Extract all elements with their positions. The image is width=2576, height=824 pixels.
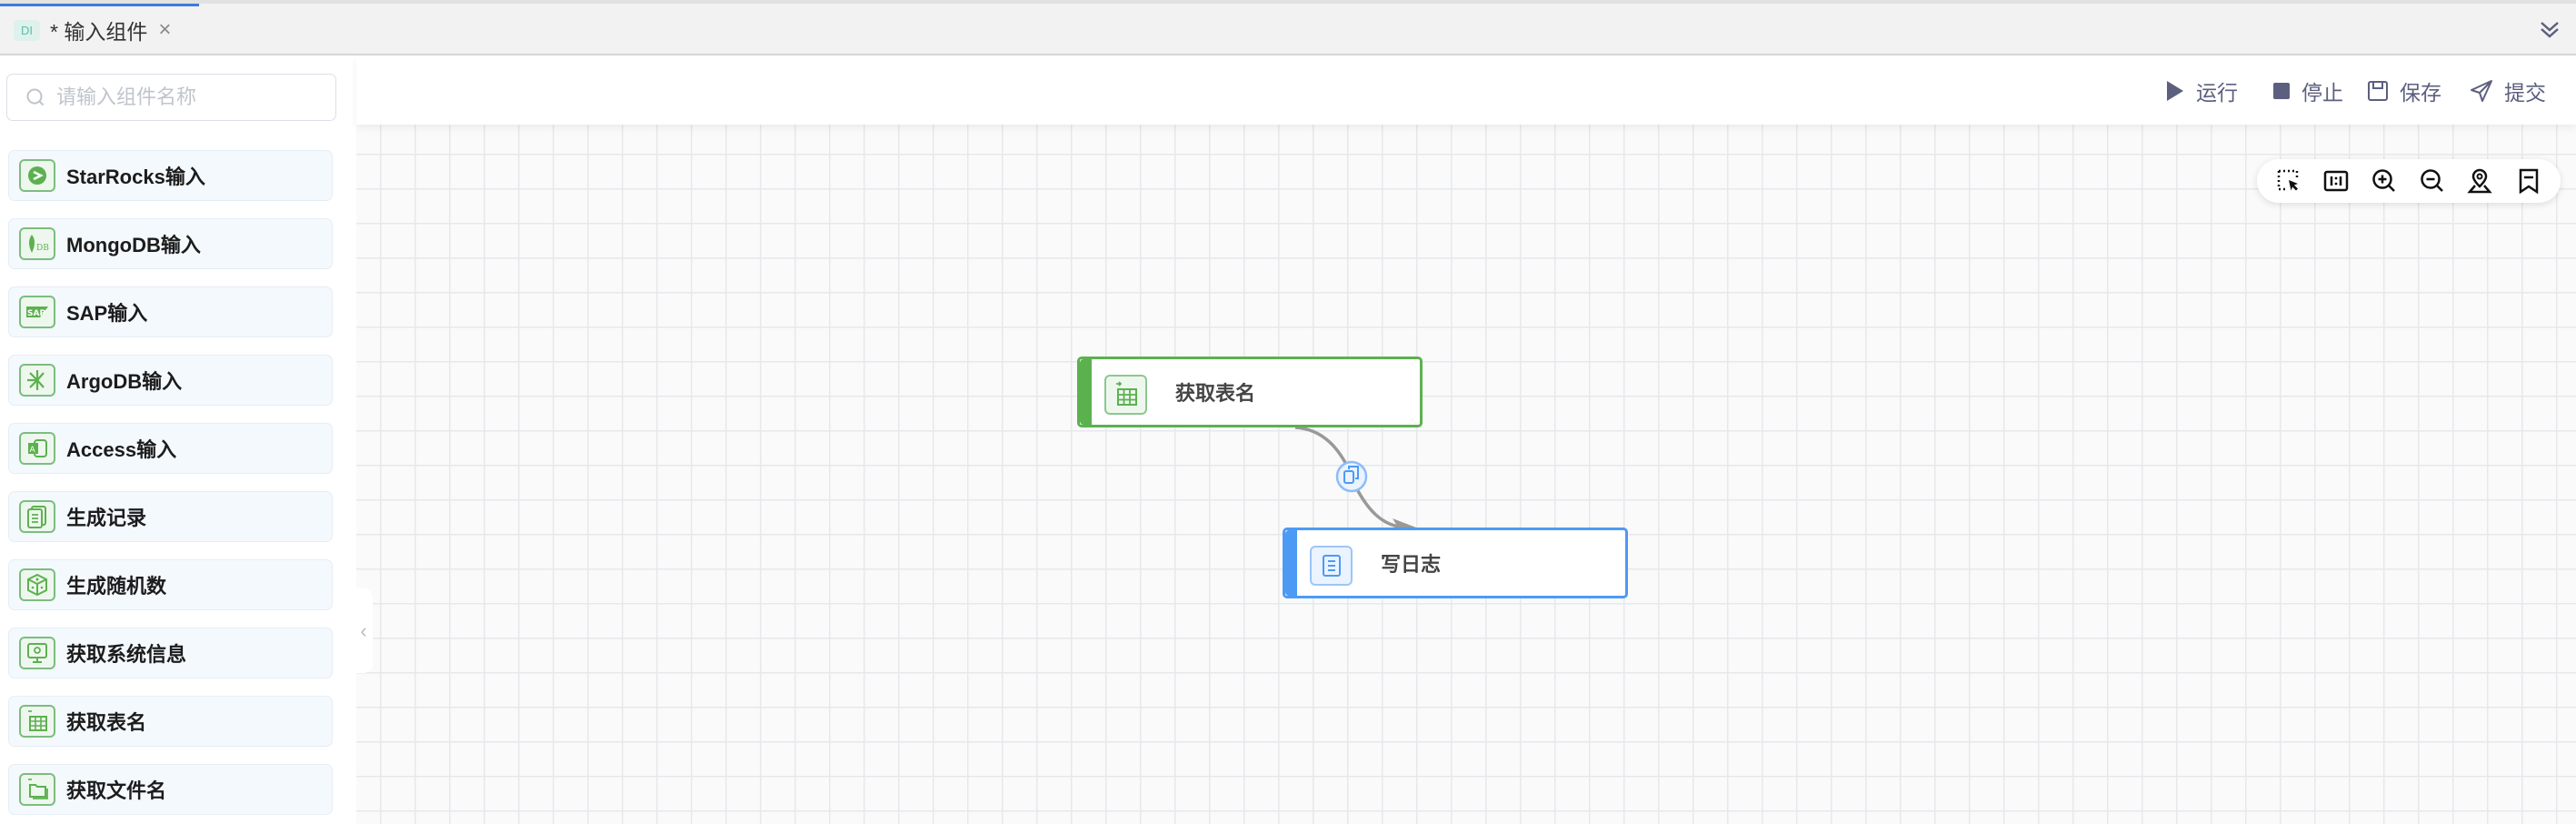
canvas-toolbar (2257, 159, 2561, 203)
double-chevron-down-icon[interactable] (2536, 16, 2563, 44)
editor-toolbar: 运行 停止 保存 提交 (356, 55, 2576, 125)
svg-text:DB: DB (36, 244, 49, 253)
component-item[interactable]: DB MongoDB输入 (8, 218, 333, 269)
table-icon (19, 705, 55, 738)
records-icon (19, 500, 55, 533)
submit-button[interactable]: 提交 (2470, 75, 2546, 106)
component-label: SAP输入 (66, 302, 148, 325)
argodb-icon (19, 364, 55, 397)
play-icon (2167, 81, 2183, 101)
locate-icon[interactable] (2467, 168, 2492, 194)
monitor-icon (19, 637, 55, 669)
component-item[interactable]: 获取系统信息 (8, 628, 333, 678)
save-icon (2368, 81, 2388, 101)
component-label: 获取文件名 (66, 779, 167, 802)
component-item[interactable]: SAP SAP输入 (8, 286, 333, 337)
log-icon (1310, 546, 1353, 586)
run-label: 运行 (2196, 81, 2238, 105)
submit-label: 提交 (2504, 81, 2546, 105)
tab-bar: DI * 输入组件 × (0, 0, 2576, 55)
component-label: ArgoDB输入 (66, 370, 183, 393)
box-select-icon[interactable] (2276, 168, 2301, 194)
component-item[interactable]: A Access输入 (8, 423, 333, 474)
component-item[interactable]: ArgoDB输入 (8, 355, 333, 406)
tab-input-components[interactable]: DI * 输入组件 × (0, 4, 199, 54)
stop-icon (2273, 83, 2290, 99)
access-icon: A (19, 432, 55, 465)
actual-size-icon[interactable] (2323, 168, 2349, 194)
bookmark-icon[interactable] (2516, 168, 2541, 194)
tab-title: * 输入组件 (50, 20, 148, 44)
component-label: 获取系统信息 (66, 643, 187, 666)
component-item[interactable]: 获取文件名 (8, 764, 333, 815)
sidebar-collapse-handle[interactable]: ‹ (354, 588, 373, 673)
component-label: 生成随机数 (66, 575, 167, 598)
component-sidebar: StarRocks输入DBMongoDB输入SAPSAP输入ArgoDB输入AA… (0, 55, 356, 824)
zoom-out-icon[interactable] (2420, 168, 2445, 194)
dice-icon (19, 568, 55, 601)
folder-icon (19, 773, 55, 806)
search-box[interactable] (6, 74, 336, 121)
component-label: Access输入 (66, 438, 177, 461)
node-color-bar (1080, 359, 1092, 425)
zoom-in-icon[interactable] (2371, 168, 2397, 194)
starrocks-icon (19, 159, 55, 192)
chevron-left-icon: ‹ (360, 618, 367, 642)
send-icon (2471, 80, 2492, 102)
node-write-log[interactable]: 写日志 (1283, 528, 1628, 598)
node-color-bar (1285, 530, 1297, 596)
component-label: StarRocks输入 (66, 166, 205, 188)
table-icon (1104, 375, 1147, 415)
component-item[interactable]: 生成随机数 (8, 559, 333, 610)
component-label: 获取表名 (66, 711, 147, 734)
search-input[interactable] (56, 85, 311, 109)
save-button[interactable]: 保存 (2367, 75, 2441, 106)
flow-canvas[interactable] (356, 125, 2576, 824)
di-badge: DI (14, 19, 40, 41)
copy-edge-icon[interactable] (1335, 460, 1368, 493)
sap-icon: SAP (19, 296, 55, 328)
node-get-table-names[interactable]: 获取表名 (1077, 357, 1423, 427)
svg-text:SAP: SAP (27, 309, 45, 318)
mongodb-icon: DB (19, 227, 55, 260)
component-item[interactable]: StarRocks输入 (8, 150, 333, 201)
close-icon[interactable]: × (158, 17, 172, 42)
stop-button[interactable]: 停止 (2272, 75, 2343, 106)
svg-text:A: A (30, 446, 36, 455)
node-label: 获取表名 (1175, 382, 1256, 405)
search-icon (26, 88, 45, 106)
component-label: 生成记录 (66, 507, 147, 529)
component-item[interactable]: 获取表名 (8, 696, 333, 747)
stop-label: 停止 (2301, 81, 2343, 105)
run-button[interactable]: 运行 (2165, 75, 2238, 106)
node-label: 写日志 (1381, 553, 1442, 576)
component-label: MongoDB输入 (66, 234, 201, 256)
component-item[interactable]: 生成记录 (8, 491, 333, 542)
save-label: 保存 (2400, 81, 2441, 105)
